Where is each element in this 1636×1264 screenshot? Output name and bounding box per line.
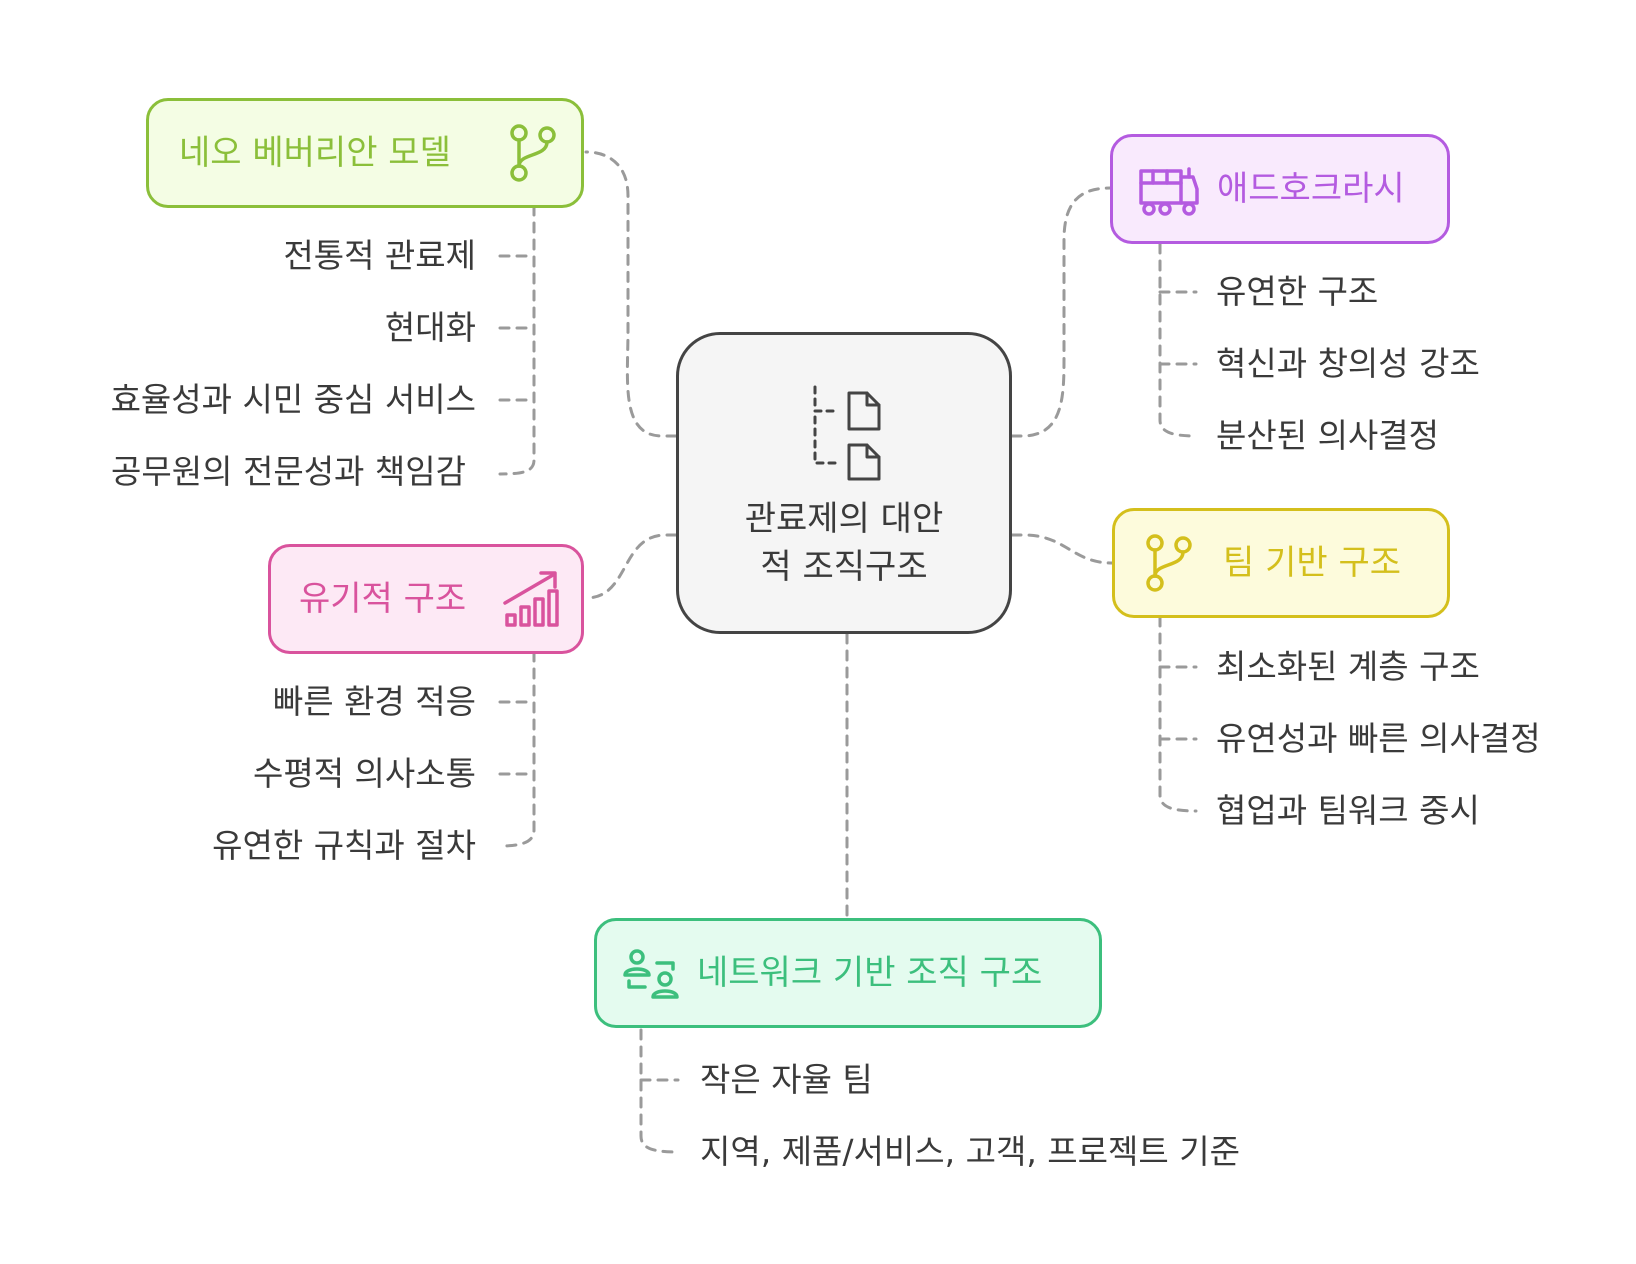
network-item-2: 지역, 제품/서비스, 고객, 프로젝트 기준 — [700, 1132, 1240, 1171]
center-title-line-2: 적 조직구조 — [760, 547, 928, 587]
branch-title: 네트워크 기반 조직 구조 — [697, 953, 1043, 993]
link-team — [1010, 533, 1114, 565]
branch-organic[interactable]: 유기적 구조 — [268, 544, 584, 654]
team-item-1: 최소화된 계층 구조 — [1216, 647, 1480, 686]
branch-title: 팀 기반 구조 — [1223, 543, 1402, 583]
organic-item-3: 유연한 규칙과 절차 — [212, 826, 476, 865]
branch-adhocracy[interactable]: 애드호크라시 — [1110, 134, 1450, 244]
neo-weberian-item-3: 효율성과 시민 중심 서비스 — [110, 380, 476, 419]
neo-weberian-item-2: 현대화 — [384, 308, 476, 347]
neo-weberian-item-1: 전통적 관료제 — [283, 236, 476, 275]
network-item-1: 작은 자율 팀 — [700, 1060, 873, 1099]
branch-title: 네오 베버리안 모델 — [179, 133, 451, 173]
adhocracy-item-2: 혁신과 창의성 강조 — [1216, 344, 1480, 383]
git-branch-icon — [1146, 534, 1192, 592]
organic-item-1: 빠른 환경 적응 — [272, 682, 476, 721]
link-network-item-1 — [639, 1028, 680, 1154]
team-item-3: 협업과 팀워크 중시 — [1216, 791, 1480, 830]
adhocracy-item-3: 분산된 의사결정 — [1216, 416, 1440, 455]
adhocracy-item-1: 유연한 구조 — [1216, 272, 1379, 311]
link-neo-weberian — [584, 150, 678, 438]
train-icon — [1139, 167, 1199, 216]
branch-network[interactable]: 네트워크 기반 조직 구조 — [594, 918, 1102, 1028]
branch-neo-weberian[interactable]: 네오 베버리안 모델 — [146, 98, 584, 208]
link-team-item-1 — [1158, 615, 1198, 813]
team-item-2: 유연성과 빠른 의사결정 — [1216, 719, 1541, 758]
growth-chart-icon — [503, 571, 559, 627]
branch-team[interactable]: 팀 기반 구조 — [1112, 508, 1450, 618]
neo-weberian-item-4: 공무원의 전문성과 책임감 — [111, 452, 466, 491]
network-people-icon — [623, 949, 679, 999]
branch-title: 애드호크라시 — [1217, 169, 1405, 209]
link-adhocracy — [1010, 186, 1112, 438]
git-branch-icon — [510, 124, 556, 182]
link-organic-item-1 — [498, 650, 536, 848]
center-node: 관료제의 대안 적 조직구조 — [676, 332, 1012, 634]
document-tree-icon — [813, 385, 881, 481]
center-title: 관료제의 대안 적 조직구조 — [679, 495, 1009, 591]
link-neo-item-1 — [498, 204, 536, 476]
branch-title: 유기적 구조 — [299, 579, 467, 619]
organic-item-2: 수평적 의사소통 — [252, 754, 476, 793]
link-adhoc-item-1 — [1158, 242, 1198, 438]
link-organic — [584, 533, 678, 600]
center-title-line-1: 관료제의 대안 — [744, 499, 944, 539]
